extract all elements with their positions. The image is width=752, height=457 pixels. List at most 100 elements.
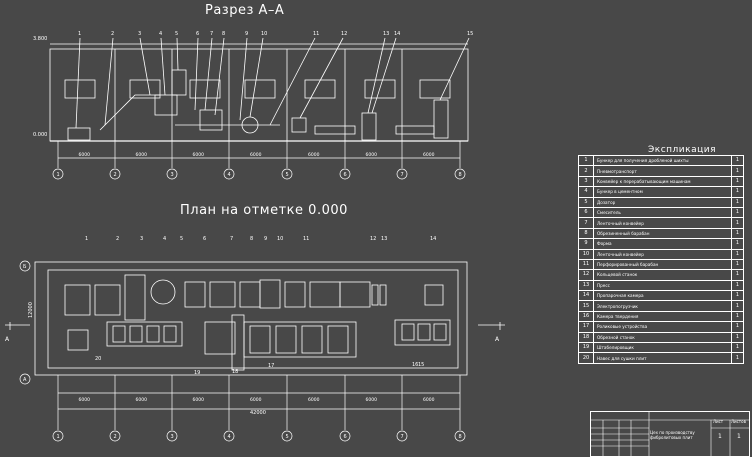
explication-q: 1 bbox=[731, 227, 744, 240]
plan-callout-3: 3 bbox=[140, 236, 143, 242]
section-dimension: 6000 bbox=[308, 152, 320, 158]
explication-name: Бункер в цементном bbox=[593, 186, 732, 198]
explication-n: 8 bbox=[578, 227, 594, 240]
plan-axis-label-5: 5 bbox=[286, 434, 289, 440]
plan-axes bbox=[19, 260, 466, 442]
section-axis-label-1: 1 bbox=[57, 172, 60, 178]
plan-axis-bubble bbox=[339, 430, 351, 442]
section-marker-left: А bbox=[5, 336, 10, 343]
plan-loader bbox=[424, 284, 444, 306]
explication-n: 1 bbox=[578, 154, 594, 167]
explication-q: 1 bbox=[731, 206, 744, 219]
plan-title: План на отметке 0.000 bbox=[180, 203, 348, 218]
explication-title: Экспликация bbox=[648, 145, 716, 155]
plan-cutter bbox=[204, 321, 236, 355]
sheets-label: Листов bbox=[731, 419, 746, 424]
explication-q: 1 bbox=[731, 196, 744, 208]
explication-q: 1 bbox=[731, 154, 744, 167]
section-dimension: 6000 bbox=[250, 152, 262, 158]
plan-axis-bubble bbox=[52, 430, 64, 442]
explication-name: Обрезной станок bbox=[593, 331, 732, 344]
section-axis-bubble bbox=[396, 168, 408, 180]
explication-q: 1 bbox=[731, 342, 744, 354]
section-callout-3: 3 bbox=[138, 31, 141, 37]
plan-callout-9: 9 bbox=[264, 236, 267, 242]
section-dimension: 6000 bbox=[193, 152, 205, 158]
explication-name: Электропогрузчик bbox=[593, 300, 732, 312]
section-window bbox=[64, 79, 96, 99]
section-callout-7: 7 bbox=[210, 31, 213, 37]
plan-callout-13: 13 bbox=[381, 236, 387, 242]
plan-dimension: 6000 bbox=[366, 397, 378, 403]
plan-axis-bubble bbox=[223, 430, 235, 442]
explication-n: 6 bbox=[578, 206, 594, 219]
plan-axis-label-7: 7 bbox=[401, 434, 404, 440]
section-callout-4: 4 bbox=[159, 31, 162, 37]
conveyor-equipment bbox=[99, 94, 160, 131]
section-callout-10: 10 bbox=[261, 31, 267, 37]
section-title: Разрез А–А bbox=[205, 3, 285, 18]
section-dimension: 6000 bbox=[366, 152, 378, 158]
explication-name: Кольцевой станок bbox=[593, 269, 732, 281]
row-bubble bbox=[19, 260, 31, 272]
section-window bbox=[364, 79, 396, 99]
plan-callout-18: 18 bbox=[232, 369, 238, 375]
section-marker-right: А bbox=[495, 336, 500, 343]
plan-axis-label-4: 4 bbox=[228, 434, 231, 440]
explication-name: Бункер для получения дробленой шихты bbox=[593, 154, 732, 167]
explication-name: Ленточный конвейер bbox=[593, 248, 732, 260]
section-axis-bubble bbox=[454, 168, 466, 180]
explication-q: 1 bbox=[731, 321, 744, 333]
explication-n: 12 bbox=[578, 269, 594, 281]
section-callout-15: 15 bbox=[467, 31, 473, 37]
section-callout-9: 9 bbox=[245, 31, 248, 37]
plan-total-dimension: 42000 bbox=[250, 410, 266, 416]
explication-q: 1 bbox=[731, 175, 744, 188]
explication-n: 13 bbox=[578, 279, 594, 292]
explication-q: 1 bbox=[731, 248, 744, 260]
plan-hardening-chamber bbox=[394, 319, 451, 346]
row-label-A: А bbox=[23, 377, 27, 383]
loader-equipment bbox=[433, 99, 449, 139]
plan-roller-line bbox=[243, 321, 357, 358]
explication-n: 14 bbox=[578, 290, 594, 302]
section-axis-label-3: 3 bbox=[171, 172, 174, 178]
section-view bbox=[49, 37, 470, 159]
plan-axis-bubble bbox=[109, 430, 121, 442]
plan-callout-5: 5 bbox=[180, 236, 183, 242]
section-axis-bubble bbox=[339, 168, 351, 180]
plan-axis-label-3: 3 bbox=[171, 434, 174, 440]
section-axis-label-4: 4 bbox=[228, 172, 231, 178]
plan-callout-8: 8 bbox=[250, 236, 253, 242]
explication-q: 1 bbox=[731, 310, 744, 323]
plan-callout-4: 4 bbox=[163, 236, 166, 242]
section-callout-11: 11 bbox=[313, 31, 319, 37]
section-window bbox=[304, 79, 336, 99]
section-callout-13: 13 bbox=[383, 31, 389, 37]
plan-belt bbox=[184, 281, 206, 308]
section-axis-label-6: 6 bbox=[344, 172, 347, 178]
bunker-equipment bbox=[67, 127, 91, 141]
plan-width-dimension: 12000 bbox=[28, 302, 34, 318]
plan-bunker bbox=[64, 284, 91, 316]
plan-mixer bbox=[150, 279, 176, 305]
explication-n: 10 bbox=[578, 248, 594, 260]
plan-conveyor bbox=[124, 274, 146, 321]
plan-axis-label-8: 8 bbox=[459, 434, 462, 440]
section-axis-bubble bbox=[166, 168, 178, 180]
plan-axis-bubble bbox=[166, 430, 178, 442]
explication-q: 1 bbox=[731, 290, 744, 302]
section-callout-12: 12 bbox=[341, 31, 347, 37]
title-block-text: Цех по производству фибролитовых плит bbox=[650, 430, 695, 440]
section-axis-bubble bbox=[281, 168, 293, 180]
row-bubble bbox=[19, 373, 31, 385]
